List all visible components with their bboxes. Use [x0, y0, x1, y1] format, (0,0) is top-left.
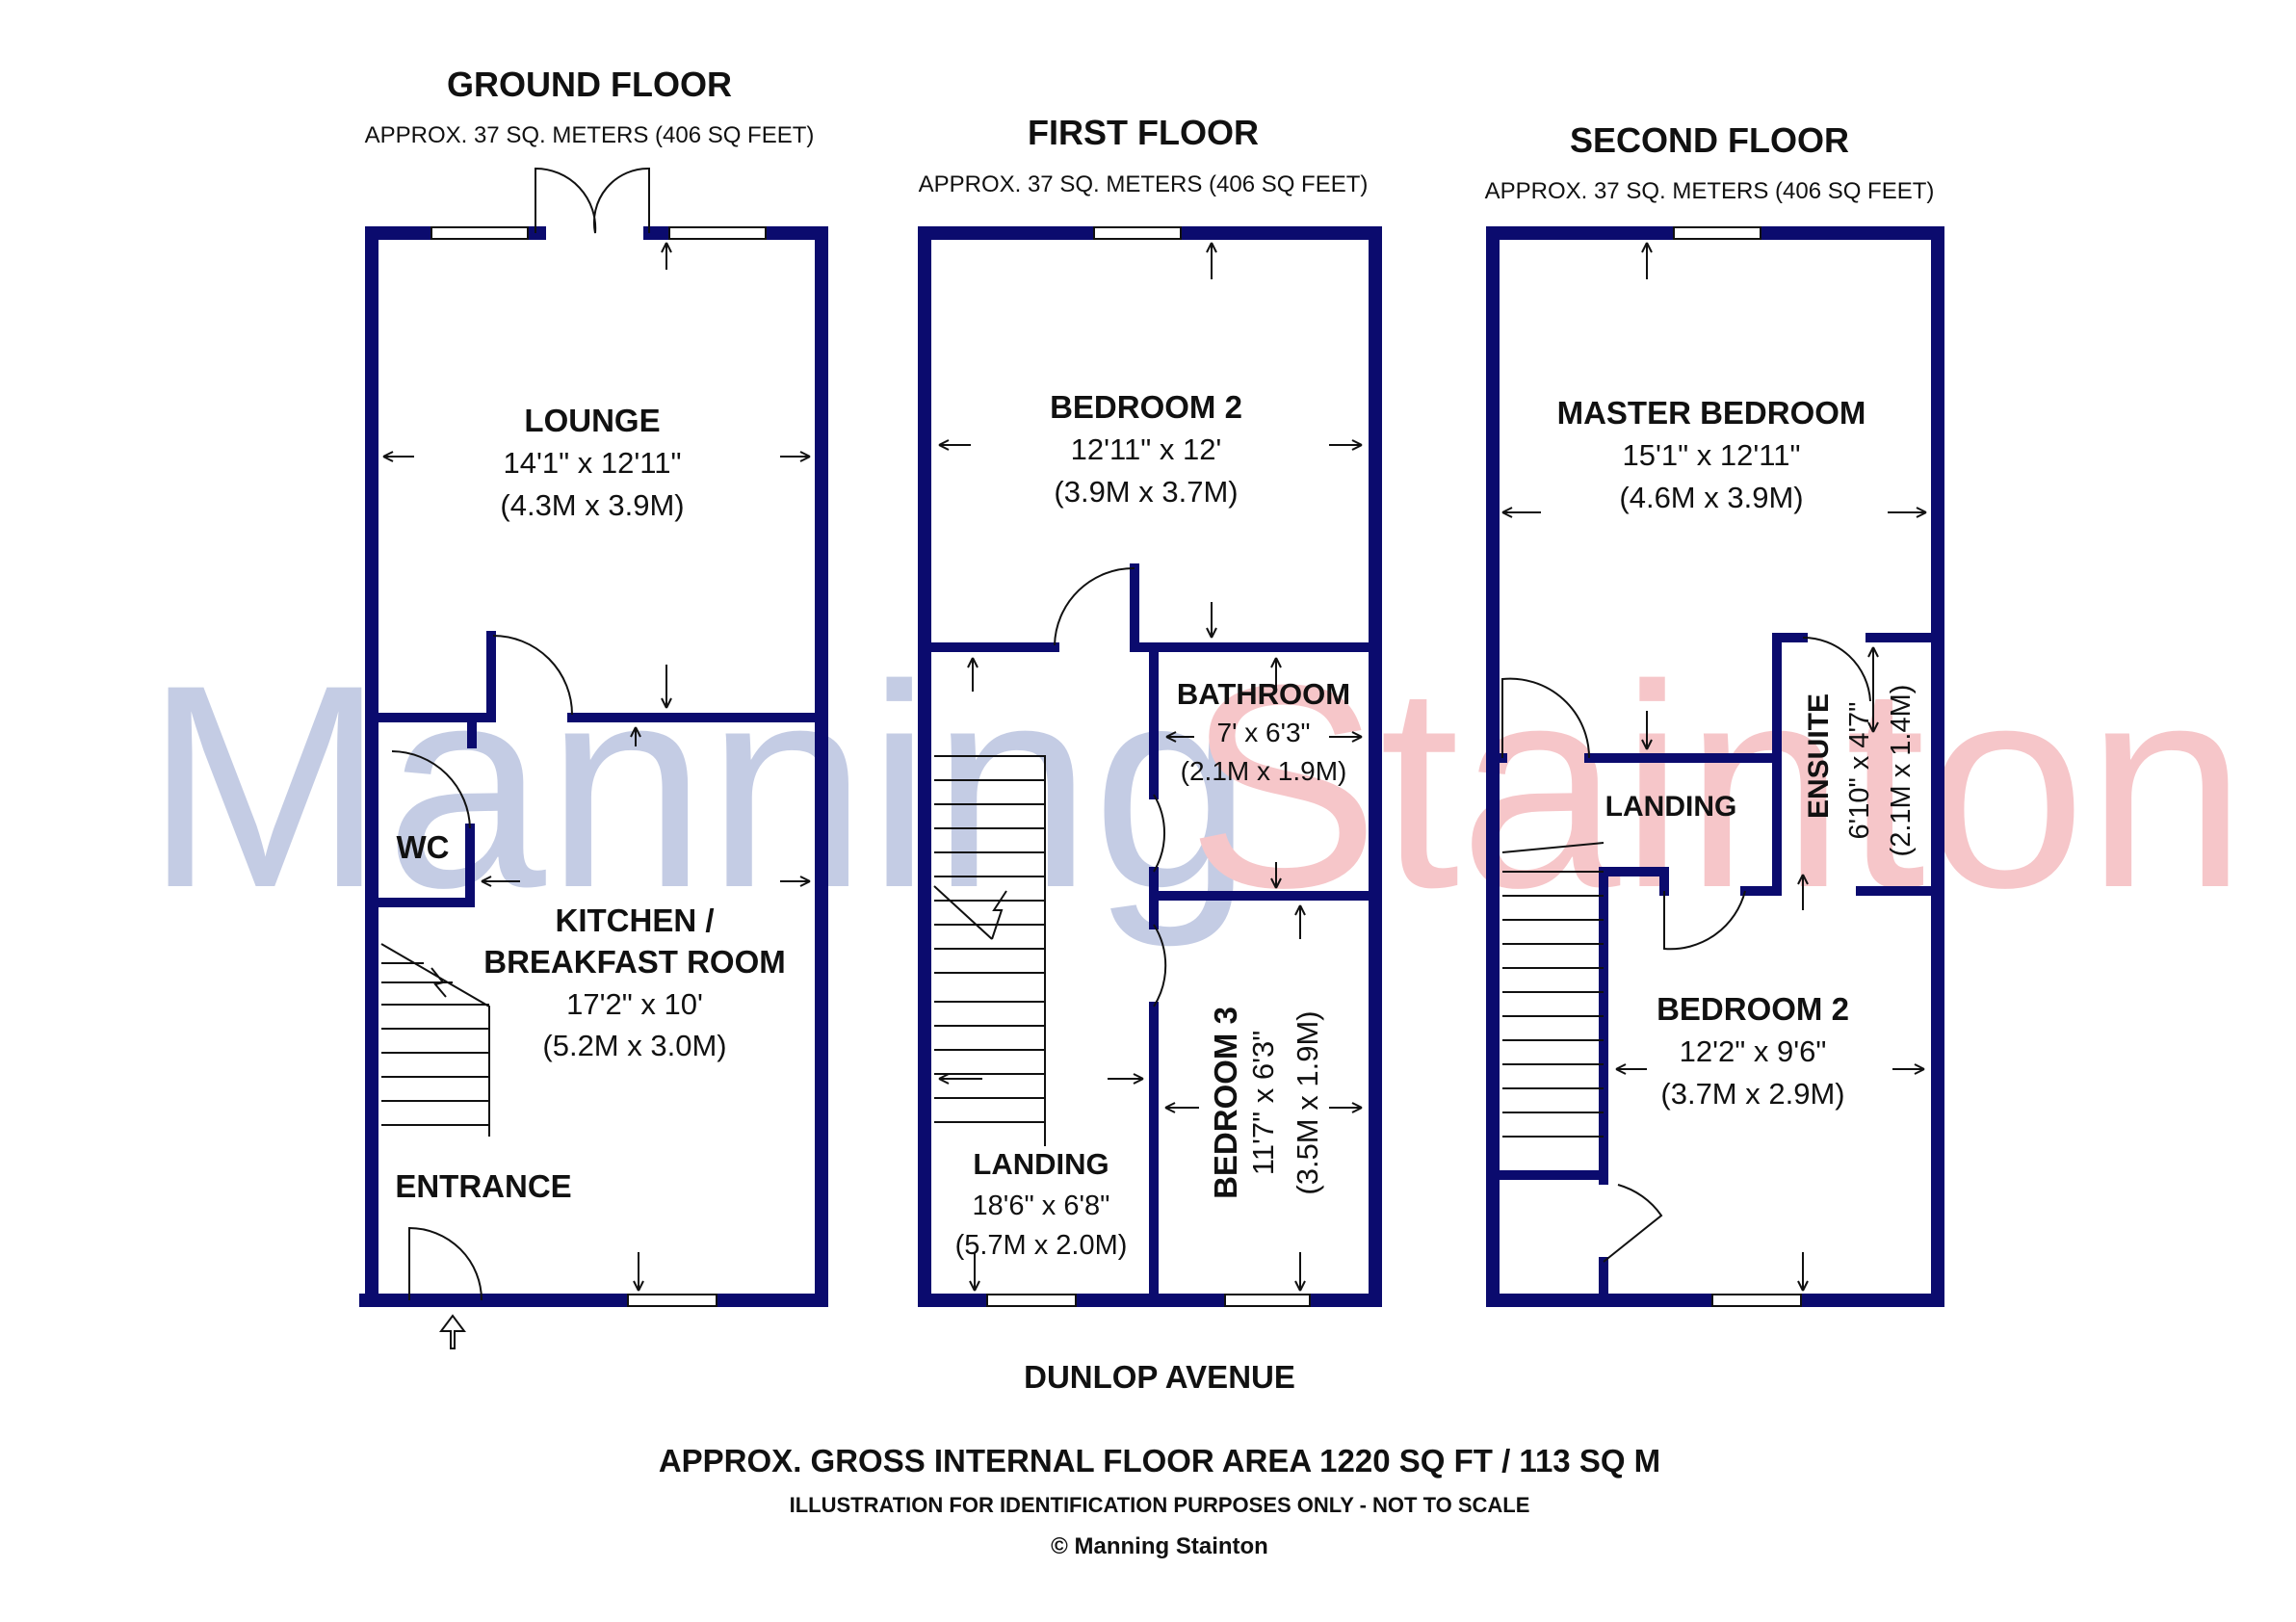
bedroom3-metric: (3.5M x 1.9M) — [1291, 1010, 1324, 1194]
measurement-arrows-first — [938, 242, 1363, 1292]
bedroom3-name: BEDROOM 3 — [1208, 1007, 1243, 1199]
landing-ff-metric: (5.7M x 2.0M) — [955, 1230, 1128, 1261]
window-landing-ff — [986, 1294, 1077, 1307]
ground-floor-plan — [359, 167, 828, 1349]
second-floor-title: SECOND FLOOR — [1570, 120, 1849, 160]
watermark: Manning Stainton — [144, 624, 2247, 950]
bedroom2-ff-metric: (3.9M x 3.7M) — [1054, 475, 1238, 509]
lounge-name: LOUNGE — [524, 403, 660, 438]
street-name: DUNLOP AVENUE — [1024, 1359, 1295, 1395]
bathroom-dims: 7' x 6'3" — [1217, 718, 1311, 747]
stairs-first — [933, 755, 1046, 1146]
gross-floor-area: APPROX. GROSS INTERNAL FLOOR AREA 1220 S… — [659, 1443, 1660, 1478]
bedroom2-ff-dims: 12'11" x 12' — [1071, 432, 1222, 466]
first-floor-plan — [918, 226, 1382, 1307]
stairs-second — [1501, 842, 1605, 1138]
landing-sf-name: LANDING — [1605, 791, 1737, 823]
wc-name: WC — [397, 829, 450, 865]
ensuite-dims: 6'10" x 4'7" — [1844, 702, 1875, 840]
lounge-dims: 14'1" x 12'11" — [504, 446, 682, 480]
kitchen-metric: (5.2M x 3.0M) — [542, 1029, 726, 1062]
window-kitchen-front — [627, 1294, 718, 1307]
bedroom2-sf-metric: (3.7M x 2.9M) — [1660, 1077, 1844, 1111]
second-floor-area: APPROX. 37 SQ. METERS (406 SQ FEET) — [1485, 178, 1935, 204]
bedroom2-sf-dims: 12'2" x 9'6" — [1680, 1034, 1827, 1068]
entrance-name: ENTRANCE — [395, 1168, 571, 1204]
window-lounge-right — [668, 226, 767, 240]
window-bedroom2-sf — [1711, 1294, 1802, 1307]
measurement-arrows-ground — [382, 242, 811, 1292]
ground-floor-area: APPROX. 37 SQ. METERS (406 SQ FEET) — [365, 122, 815, 148]
window-bedroom2-ff — [1093, 226, 1182, 240]
kitchen-name-line2: BREAKFAST ROOM — [483, 944, 786, 980]
window-lounge-left — [430, 226, 529, 240]
ensuite-metric: (2.1M x 1.4M) — [1886, 685, 1917, 857]
bedroom2-ff-name: BEDROOM 2 — [1050, 389, 1242, 425]
master-bedroom-name: MASTER BEDROOM — [1557, 395, 1866, 431]
bedroom3-dims: 11'7" x 6'3" — [1246, 1031, 1280, 1175]
ground-floor-title: GROUND FLOOR — [447, 65, 732, 104]
first-floor-title: FIRST FLOOR — [1028, 113, 1259, 152]
landing-ff-name: LANDING — [973, 1147, 1109, 1181]
master-bedroom-metric: (4.6M x 3.9M) — [1619, 481, 1803, 514]
disclaimer: ILLUSTRATION FOR IDENTIFICATION PURPOSES… — [790, 1493, 1530, 1517]
bedroom2-sf-name: BEDROOM 2 — [1657, 991, 1849, 1027]
kitchen-dims: 17'2" x 10' — [566, 987, 703, 1021]
watermark-manning: Manning — [144, 624, 1253, 950]
bathroom-name: BATHROOM — [1177, 677, 1350, 711]
measurement-arrows-second — [1501, 242, 1927, 1292]
stairs-ground — [380, 943, 490, 1137]
landing-ff-dims: 18'6" x 6'8" — [973, 1190, 1110, 1221]
master-bedroom-dims: 15'1" x 12'11" — [1623, 438, 1801, 472]
entrance-arrow-icon — [439, 1314, 466, 1349]
bathroom-metric: (2.1M x 1.9M) — [1181, 756, 1347, 786]
first-floor-area: APPROX. 37 SQ. METERS (406 SQ FEET) — [919, 171, 1369, 197]
copyright: © Manning Stainton — [1051, 1533, 1268, 1559]
window-bedroom3-ff — [1224, 1294, 1311, 1307]
window-master-bedroom — [1673, 226, 1761, 240]
kitchen-name: KITCHEN / — [556, 903, 715, 938]
lounge-metric: (4.3M x 3.9M) — [500, 488, 684, 522]
second-floor-plan — [1486, 226, 1944, 1307]
ensuite-name: ENSUITE — [1803, 693, 1835, 819]
